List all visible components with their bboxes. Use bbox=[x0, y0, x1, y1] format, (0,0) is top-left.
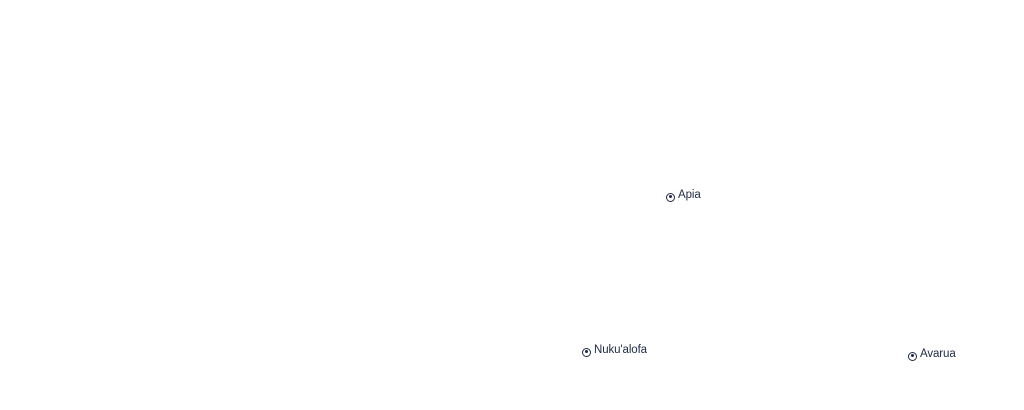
capital-city-marker-icon bbox=[666, 192, 675, 202]
city-marker-apia[interactable]: Apia bbox=[666, 189, 701, 202]
city-label-apia: Apia bbox=[678, 189, 701, 201]
city-marker-nukualofa[interactable]: Nuku'alofa bbox=[582, 344, 647, 357]
capital-city-marker-icon bbox=[908, 351, 917, 361]
capital-city-marker-icon bbox=[582, 347, 591, 357]
city-label-nukualofa: Nuku'alofa bbox=[594, 344, 647, 356]
city-label-avarua: Avarua bbox=[920, 348, 956, 360]
city-marker-avarua[interactable]: Avarua bbox=[908, 348, 956, 361]
